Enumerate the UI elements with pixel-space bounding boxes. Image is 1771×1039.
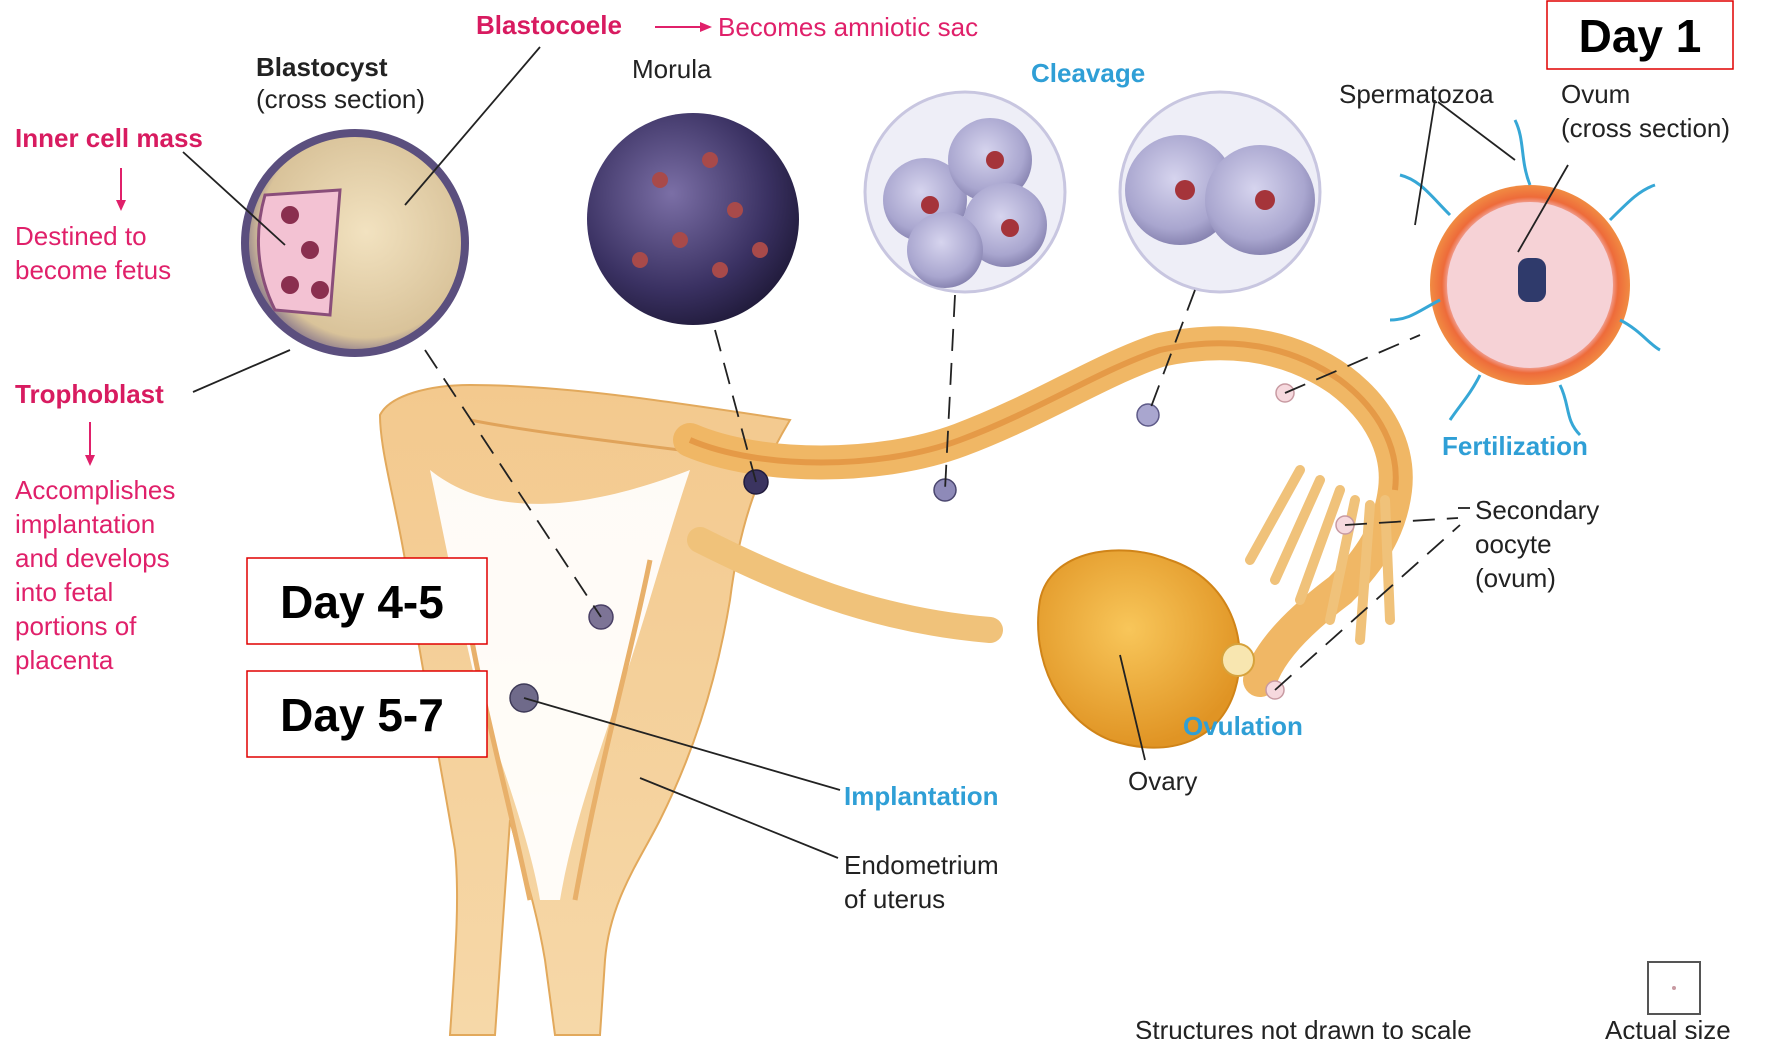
label-fertilization: Fertilization bbox=[1442, 431, 1588, 461]
label-accomplishes-6: placenta bbox=[15, 645, 114, 675]
day57-box: Day 5-7 bbox=[247, 671, 487, 757]
label-secondary-3: (ovum) bbox=[1475, 563, 1556, 593]
day45-label: Day 4-5 bbox=[280, 576, 444, 628]
day1-label: Day 1 bbox=[1579, 10, 1702, 62]
label-morula: Morula bbox=[632, 54, 712, 84]
label-ovary: Ovary bbox=[1128, 766, 1197, 796]
label-accomplishes-2: implantation bbox=[15, 509, 155, 539]
blastocyst-illustration bbox=[245, 133, 465, 353]
label-blastocyst-sub: (cross section) bbox=[256, 84, 425, 114]
label-accomplishes-5: portions of bbox=[15, 611, 137, 641]
day1-box: Day 1 bbox=[1547, 1, 1733, 69]
day57-label: Day 5-7 bbox=[280, 689, 444, 741]
cleavage-4cell-illustration bbox=[865, 92, 1065, 292]
label-cleavage: Cleavage bbox=[1031, 58, 1145, 88]
label-blastocoele: Blastocoele bbox=[476, 10, 622, 40]
morula-illustration bbox=[587, 113, 799, 325]
label-secondary-1: Secondary bbox=[1475, 495, 1599, 525]
uterus-illustration bbox=[380, 343, 1396, 1035]
label-becomes-amniotic-sac: Becomes amniotic sac bbox=[718, 12, 978, 42]
label-endometrium-2: of uterus bbox=[844, 884, 945, 914]
label-ovum-sub: (cross section) bbox=[1561, 113, 1730, 143]
label-inner-cell-mass: Inner cell mass bbox=[15, 123, 203, 153]
label-trophoblast: Trophoblast bbox=[15, 379, 164, 409]
becomes-arrow-head bbox=[700, 22, 712, 32]
label-secondary-2: oocyte bbox=[1475, 529, 1552, 559]
label-not-to-scale: Structures not drawn to scale bbox=[1135, 1015, 1472, 1039]
label-actual-size: Actual size bbox=[1605, 1015, 1731, 1039]
label-implantation: Implantation bbox=[844, 781, 999, 811]
label-accomplishes-4: into fetal bbox=[15, 577, 113, 607]
inner-cell-arrow-head bbox=[116, 200, 126, 211]
label-destined-1: Destined to bbox=[15, 221, 147, 251]
label-accomplishes-3: and develops bbox=[15, 543, 170, 573]
trophoblast-arrow-head bbox=[85, 455, 95, 466]
actual-size-dot bbox=[1672, 986, 1676, 990]
label-endometrium-1: Endometrium bbox=[844, 850, 999, 880]
ovum-illustration bbox=[1390, 120, 1660, 435]
label-ovulation: Ovulation bbox=[1183, 711, 1303, 741]
label-blastocyst: Blastocyst bbox=[256, 52, 388, 82]
cleavage-dot-1 bbox=[1137, 404, 1159, 426]
label-destined-2: become fetus bbox=[15, 255, 171, 285]
label-ovum: Ovum bbox=[1561, 79, 1630, 109]
day45-box: Day 4-5 bbox=[247, 558, 487, 644]
cleavage-2cell-illustration bbox=[1120, 92, 1320, 292]
label-accomplishes-1: Accomplishes bbox=[15, 475, 175, 505]
label-spermatozoa: Spermatozoa bbox=[1339, 79, 1494, 109]
